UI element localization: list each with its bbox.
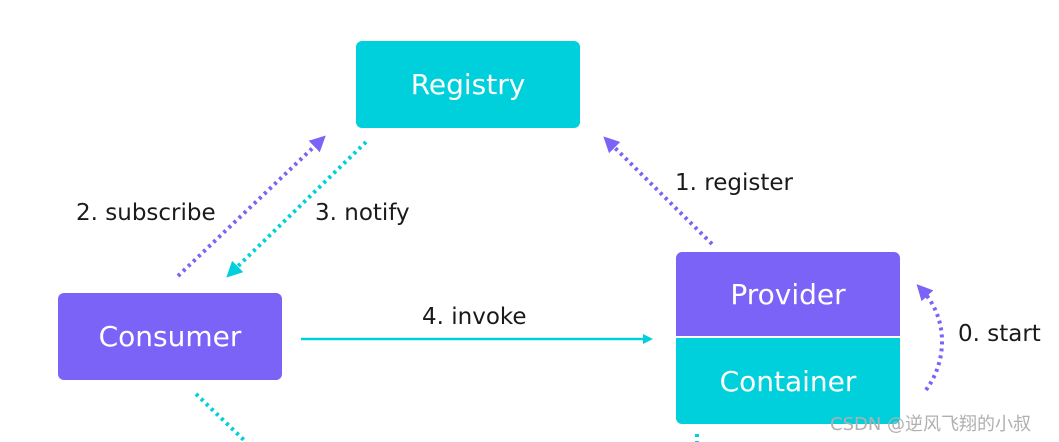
subscribe-edge-label: 2. subscribe (76, 200, 216, 226)
container-node: Container (676, 338, 900, 424)
subscribe-edge (176, 135, 326, 278)
registry-label: Registry (410, 68, 526, 101)
watermark-text: CSDN @逆风飞翔的小叔 (830, 414, 1032, 435)
container-label: Container (719, 364, 857, 398)
registry-node: Registry (356, 41, 580, 128)
consumer-bottom-edge (194, 392, 248, 442)
provider-node: Provider (676, 252, 900, 336)
start-edge-label: 0. start (958, 321, 1041, 347)
notify-edge-label: 3. notify (315, 200, 410, 226)
start-edge (916, 284, 944, 392)
provider-label: Provider (730, 277, 846, 311)
consumer-label: Consumer (98, 320, 242, 353)
notify-edge (226, 140, 368, 278)
register-edge-label: 1. register (675, 170, 793, 196)
consumer-node: Consumer (58, 293, 282, 380)
register-edge (603, 136, 714, 246)
invoke-edge-label: 4. invoke (422, 304, 527, 330)
